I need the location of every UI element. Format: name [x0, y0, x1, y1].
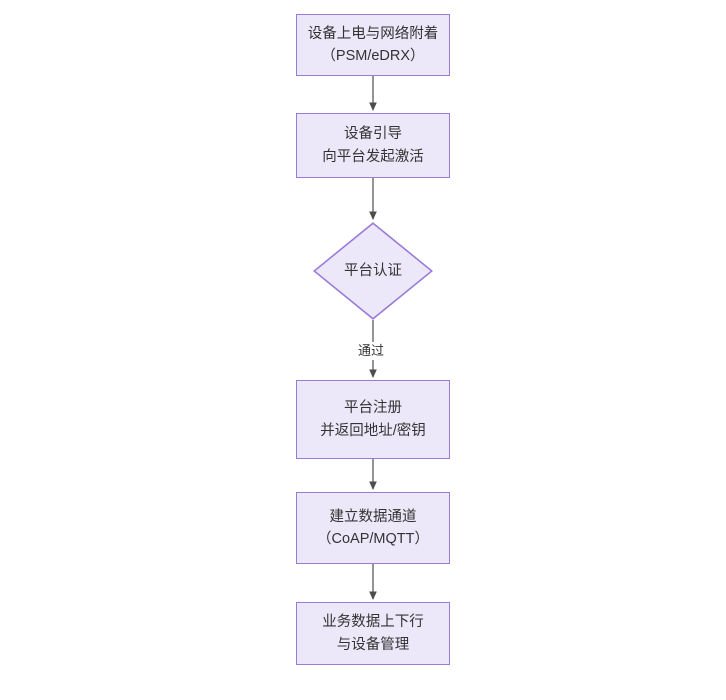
node-device-bootstrap-activation[interactable]: 设备引导 向平台发起激活 [296, 113, 450, 178]
node-line: （CoAP/MQTT） [317, 531, 429, 547]
node-line: 设备引导 [344, 126, 402, 143]
node-line: 建立数据通道 [329, 508, 417, 525]
node-line: 平台注册 [344, 400, 402, 417]
node-line: 设备上电与网络附着 [307, 25, 439, 42]
edge-label-pass: 通过 [356, 342, 387, 360]
node-line: 与设备管理 [336, 636, 410, 653]
node-line: 并返回地址/密钥 [320, 422, 426, 439]
node-business-data-device-management[interactable]: 业务数据上下行 与设备管理 [296, 602, 450, 665]
node-power-on-network-attach[interactable]: 设备上电与网络附着 （PSM/eDRX） [296, 14, 450, 76]
node-line: 向平台发起激活 [322, 148, 424, 165]
diamond-shape-icon [313, 222, 433, 320]
node-platform-registration-credentials[interactable]: 平台注册 并返回地址/密钥 [296, 380, 450, 459]
node-line: （PSM/eDRX） [321, 48, 425, 64]
node-platform-authentication-decision[interactable]: 平台认证 [313, 222, 433, 320]
node-establish-data-channel[interactable]: 建立数据通道 （CoAP/MQTT） [296, 492, 450, 564]
node-line: 业务数据上下行 [322, 614, 424, 631]
node-line: 平台认证 [344, 262, 402, 279]
